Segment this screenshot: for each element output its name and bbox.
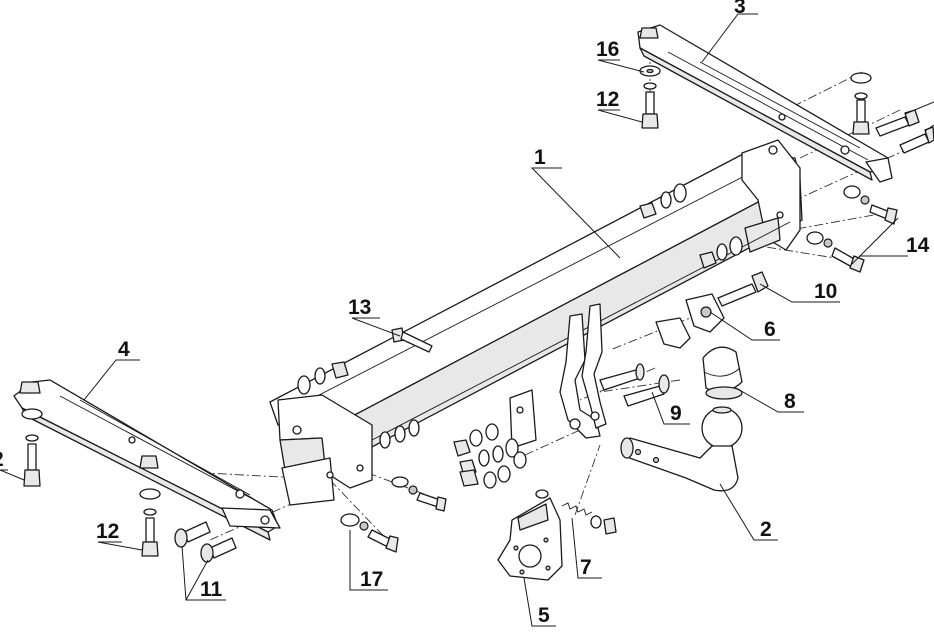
tow-ball-2 <box>620 406 743 492</box>
spacers-6 <box>655 293 725 349</box>
left-plate-fasteners <box>297 361 447 512</box>
callout-1: 1 <box>534 146 546 169</box>
callout-labels: 1 2 2 3 4 5 6 7 8 9 10 11 12 12 13 14 16… <box>0 0 930 627</box>
callout-16: 16 <box>596 38 619 61</box>
callout-4: 4 <box>118 338 130 361</box>
bolts-14 <box>806 185 898 273</box>
callout-8: 8 <box>784 390 796 413</box>
left-bolt-stack <box>19 381 43 487</box>
ball-cap-8 <box>702 346 743 400</box>
center-mount-plate <box>509 303 607 449</box>
bolt-10 <box>717 271 769 307</box>
callout-2-left: 2 <box>0 448 4 471</box>
callout-14: 14 <box>906 234 930 257</box>
right-bracket-bolts <box>850 72 934 154</box>
bolts-9 <box>599 363 670 407</box>
leader-lines <box>0 13 908 627</box>
upper-bolt-stack <box>639 27 661 129</box>
side-bracket-right <box>637 24 893 183</box>
bolt-13 <box>391 327 433 353</box>
center-fasteners <box>453 423 527 489</box>
callout-7: 7 <box>580 556 592 579</box>
callout-12-bottom: 12 <box>96 520 119 543</box>
left-bolt-stack-2 <box>139 455 161 557</box>
callout-5: 5 <box>538 604 550 627</box>
callout-6: 6 <box>764 318 776 341</box>
callout-3: 3 <box>734 0 746 18</box>
callout-13: 13 <box>348 296 371 319</box>
socket-plate-5 <box>497 497 563 581</box>
callout-12-top: 12 <box>596 88 619 111</box>
crossbar-fasteners-upper <box>639 183 743 269</box>
spring-7 <box>535 489 617 535</box>
bolt-17 <box>340 513 399 553</box>
callout-10: 10 <box>814 280 837 303</box>
callout-9: 9 <box>670 402 682 425</box>
callout-17: 17 <box>360 568 383 591</box>
callout-2: 2 <box>760 518 772 541</box>
bolts-11 <box>174 521 237 563</box>
callout-11: 11 <box>200 578 223 601</box>
